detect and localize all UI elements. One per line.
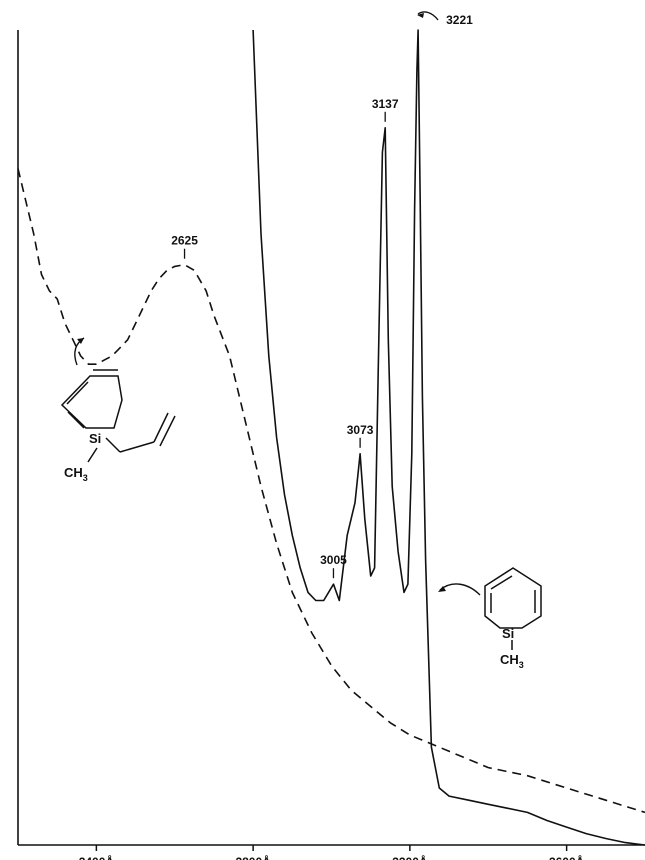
left-si-label: Si — [89, 431, 101, 446]
right-ch3-label: CH3 — [500, 652, 524, 670]
left-structure-arrowhead — [77, 338, 84, 344]
left-allyl-bond — [105, 437, 121, 453]
x-tick-label: 3200Å — [392, 854, 428, 860]
right-structure-arrowhead — [438, 586, 446, 592]
left-ring-double-bond — [66, 381, 89, 405]
peak-label-3005: 3005 — [320, 553, 347, 567]
left-structure: Si CH3 — [60, 369, 176, 483]
left-ch3-subscript: 3 — [83, 473, 88, 483]
peak-label-3137: 3137 — [372, 97, 399, 111]
peak-3221-arrow — [417, 11, 439, 21]
peak-annotations: 2625 3005 3073 3137 3221 — [171, 13, 473, 579]
x-tick-label: 2400Å — [79, 854, 115, 860]
left-ring-double-bond — [67, 411, 85, 429]
left-allyl-bond — [119, 441, 155, 453]
left-allyl-double-bond — [159, 415, 176, 447]
series-group — [17, 29, 645, 846]
peak-label-3221: 3221 — [446, 13, 473, 27]
right-ch3-subscript: 3 — [519, 660, 524, 670]
right-si-label: Si — [502, 626, 514, 641]
left-allyl-bond — [153, 412, 169, 443]
right-ch3-text: CH — [500, 652, 519, 667]
right-ring — [484, 567, 542, 629]
peak-3221-arrowhead — [417, 13, 424, 18]
series-line-solid — [252, 29, 645, 846]
right-structure-arrow — [439, 583, 481, 596]
peak-label-3073: 3073 — [347, 423, 374, 437]
right-ring-double-bond — [490, 575, 513, 590]
left-ch3-label: CH3 — [64, 465, 88, 483]
x-tick-label: 3600Å — [549, 854, 585, 860]
left-ring — [60, 375, 123, 429]
left-ch3-text: CH — [64, 465, 83, 480]
left-methyl-bond — [87, 447, 98, 463]
x-axis-ticks: 2400Å 2800Å 3200Å 3600Å — [79, 845, 585, 860]
right-structure: Si CH3 — [484, 567, 542, 670]
series-line-dashed — [17, 168, 645, 814]
peak-label-2625: 2625 — [171, 234, 198, 248]
x-tick-label: 2800Å — [235, 854, 271, 860]
